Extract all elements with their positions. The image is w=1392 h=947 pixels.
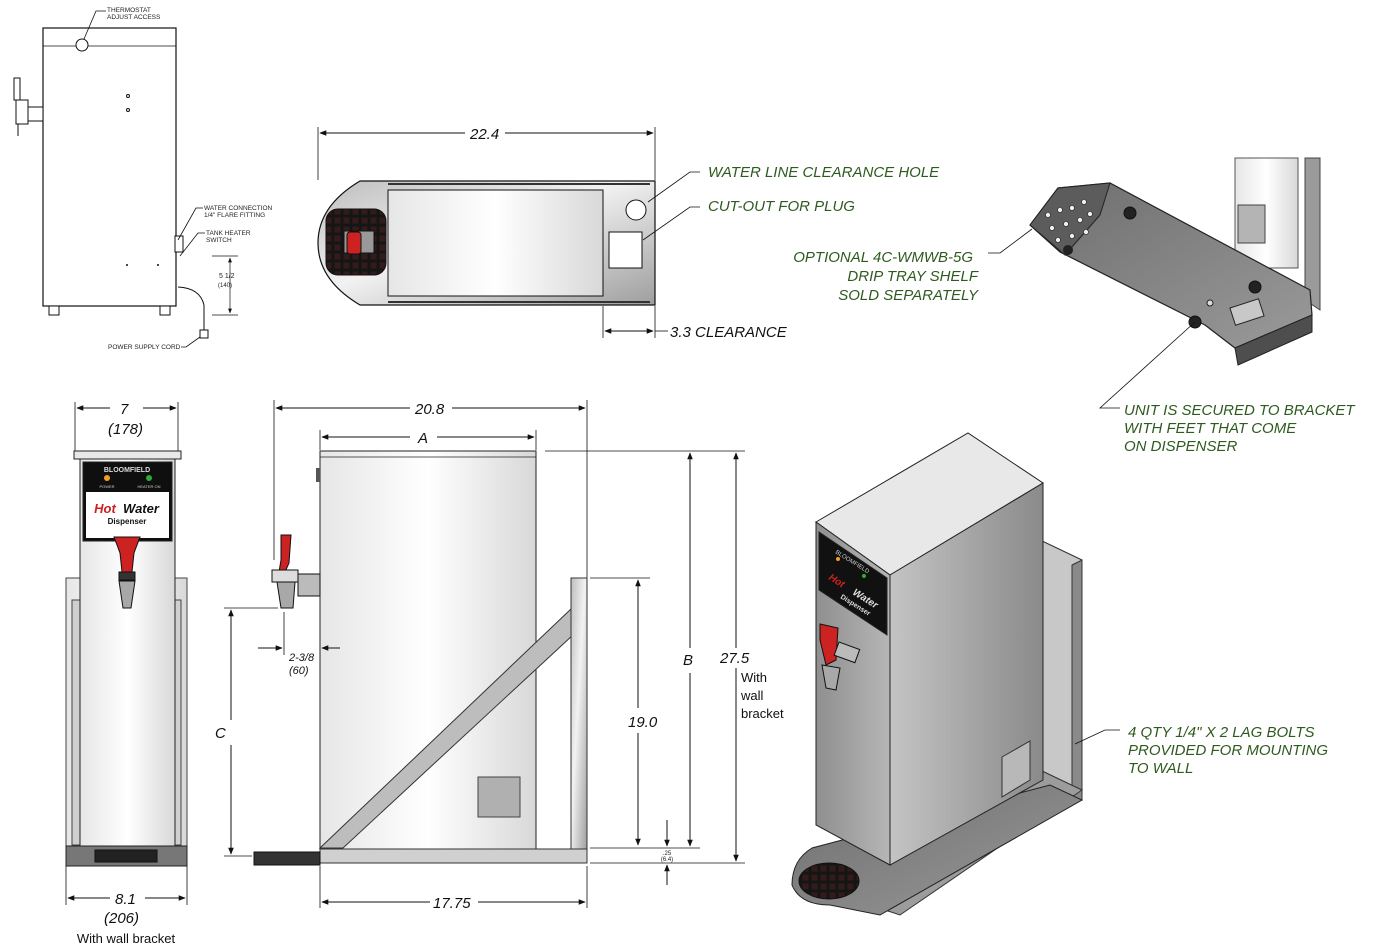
lag-bolts-label-1: 4 QTY 1/4" X 2 LAG BOLTS [1128,724,1315,741]
front-bracket-note: With wall bracket [77,931,176,946]
iso-vent-window [1001,740,1031,798]
side-depth-dim: 20.8 [414,401,445,418]
callout-plug-cutout: CUT-OUT FOR PLUG [708,198,855,215]
optional-shelf-label-1: OPTIONAL 4C-WMWB-5G [793,249,973,266]
iso-bracket-detail: OPTIONAL 4C-WMWB-5G DRIP TRAY SHELF SOLD… [793,157,1380,455]
front-faucet [113,536,141,609]
lag-bolts-label-2: PROVIDED FOR MOUNTING [1128,742,1328,759]
secured-label-3: ON DISPENSER [1124,438,1238,455]
small-cabinet [42,27,177,307]
thermostat-label-2: ADJUST ACCESS [107,14,161,21]
bracket-label: bracket [741,706,784,721]
front-water-text: Water [123,501,160,516]
with-label: With [741,670,767,685]
heater-light [146,475,152,481]
tank-heater-label-2: SWITCH [206,237,232,244]
side-base [319,848,588,864]
front-width-bottom: 8.1 [115,891,136,908]
front-dispenser-text: Dispenser [108,517,147,526]
iso-control-panel [818,531,888,636]
height-19: 19.0 [628,714,658,731]
top-valve-handle [346,231,362,255]
heater-light-label: HEATER ON [137,484,160,489]
callout-water-line-hole: WATER LINE CLEARANCE HOLE [708,164,940,181]
plug-cutout [608,231,643,269]
water-line-hole [625,199,647,221]
front-width-top-mm: (178) [108,421,143,438]
dim-140: (140) [218,283,232,289]
side-bracket-upright [570,577,588,850]
optional-shelf-label-2: DRIP TRAY SHELF [847,268,978,285]
secured-label-2: WITH FEET THAT COME [1124,420,1297,437]
side-faucet [271,534,321,609]
power-cord-label: POWER SUPPLY CORD [108,344,181,351]
clearance-dim: 3.3 CLEARANCE [670,324,788,341]
optional-shelf-label-3: SOLD SEPARATELY [838,287,979,304]
water-connection-label-1: WATER CONNECTION [204,205,273,212]
faucet-dim-mm: (60) [289,665,309,677]
front-view: 7 (178) BLOOMFIELD POWER HEATER ON Hot W… [65,401,188,946]
iso-drip-grate [798,862,860,900]
front-brand: BLOOMFIELD [104,467,150,474]
dim-a: A [417,430,428,447]
water-connection-label-2: 1/4" FLARE FITTING [204,212,265,219]
top-view: 22.4 WATER LINE CLEARANCE HOLE CUT-OUT F… [317,126,940,341]
side-view: 20.8 A 2-3/8 (60) C [215,400,784,912]
dim-b: B [683,652,693,669]
front-width-bottom-mm: (206) [104,910,139,927]
front-width-top: 7 [120,401,129,418]
iso-faucet [819,623,861,691]
thermostat-hole [75,38,89,52]
iso-foot-1 [1123,206,1137,220]
iso-unit-view: BLOOMFIELD Hot Water Dispenser 4 QTY 1/4… [791,432,1328,916]
dim-5-1-2: 5 1/2 [219,273,235,280]
side-vent-window [477,776,521,818]
bottom-dim: 17.75 [433,895,471,912]
small-25: .25 [663,851,672,857]
lag-bolts-label-3: TO WALL [1128,760,1193,777]
iso-foot-2 [1248,280,1262,294]
top-width-dim: 22.4 [469,126,499,143]
height-27: 27.5 [719,650,750,667]
iso-base-tray [791,784,1084,916]
power-light [104,475,110,481]
top-cabinet [387,189,604,297]
thermostat-label-1: THERMOSTAT [107,7,151,14]
small-faucet [13,77,44,136]
wall-label: wall [740,688,764,703]
front-hot-text: Hot [94,501,116,516]
dim-c: C [215,725,226,742]
iso-bracket-window [1237,204,1266,244]
small-64: (6.4) [661,857,673,863]
side-drip-tray [253,851,321,866]
power-light-label: POWER [99,484,114,489]
secured-label-1: UNIT IS SECURED TO BRACKET [1124,402,1356,419]
small-side-view: THERMOSTAT ADJUST ACCESS WATER CONNECTIO… [13,7,273,351]
faucet-dim: 2-3/8 [288,652,315,664]
tank-heater-label-1: TANK HEATER [206,230,251,237]
